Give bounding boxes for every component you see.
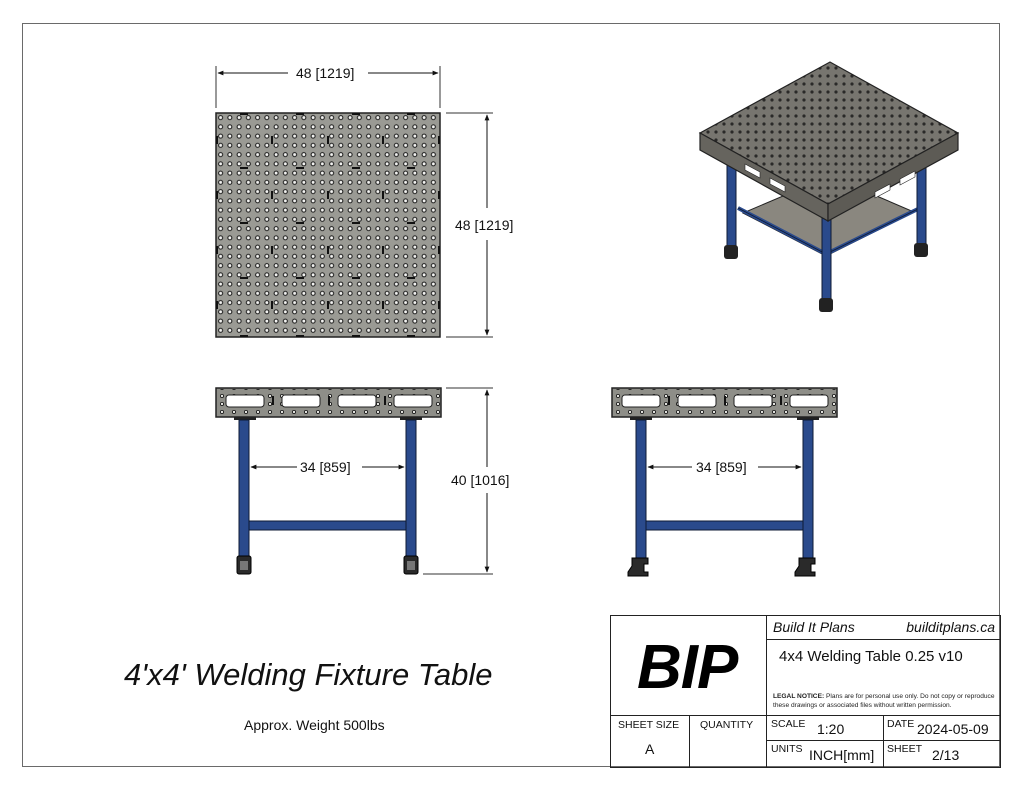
legal-notice-text: Plans are for personal use only. Do not …: [773, 693, 995, 709]
sheet-label: SHEET: [887, 743, 923, 755]
date-label: DATE: [887, 718, 915, 730]
drawing-title: 4'x4' Welding Fixture Table: [124, 657, 493, 692]
scale-value: 1:20: [817, 721, 845, 737]
top-width-dimension: 48 [1219]: [296, 65, 355, 81]
units-cell: UNITS INCH[mm]: [767, 741, 884, 767]
legal-notice: LEGAL NOTICE: Plans are for personal use…: [773, 692, 1001, 710]
sheet-size-cell: SHEET SIZE A: [611, 716, 690, 767]
sheet-size-label: SHEET SIZE: [618, 719, 680, 731]
front-view: [215, 387, 493, 575]
units-label: UNITS: [771, 743, 803, 755]
quantity-label: QUANTITY: [700, 719, 754, 731]
sheet-cell: SHEET 2/13: [884, 741, 1000, 767]
title-block: BIP Build It Plans builditplans.ca 4x4 W…: [610, 615, 1001, 768]
logo-cell: BIP: [611, 616, 767, 716]
legal-notice-label: LEGAL NOTICE:: [773, 693, 825, 700]
sheet-size-value: A: [645, 741, 655, 757]
units-value: INCH[mm]: [809, 747, 875, 763]
top-view: [215, 66, 493, 338]
date-cell: DATE 2024-05-09: [884, 716, 1000, 741]
drawing-name: 4x4 Welding Table 0.25 v10: [779, 648, 963, 665]
date-value: 2024-05-09: [917, 721, 989, 737]
website: builditplans.ca: [906, 619, 995, 635]
company-cell: Build It Plans builditplans.ca: [767, 616, 1000, 640]
bip-logo: BIP: [637, 633, 738, 702]
isometric-view: [698, 61, 960, 312]
quantity-cell: QUANTITY: [690, 716, 767, 767]
front-leg-spacing-dimension: 34 [859]: [300, 459, 351, 475]
scale-cell: SCALE 1:20: [767, 716, 884, 741]
scale-label: SCALE: [771, 718, 806, 730]
drawing-name-cell: 4x4 Welding Table 0.25 v10 LEGAL NOTICE:…: [767, 640, 1000, 716]
company-name: Build It Plans: [773, 619, 855, 635]
top-depth-dimension: 48 [1219]: [455, 217, 514, 233]
front-height-dimension: 40 [1016]: [451, 472, 510, 488]
side-view: [611, 387, 838, 577]
page-border: [22, 23, 1000, 767]
sheet-value: 2/13: [932, 747, 960, 763]
side-leg-spacing-dimension: 34 [859]: [696, 459, 747, 475]
weight-note: Approx. Weight 500lbs: [244, 717, 385, 733]
